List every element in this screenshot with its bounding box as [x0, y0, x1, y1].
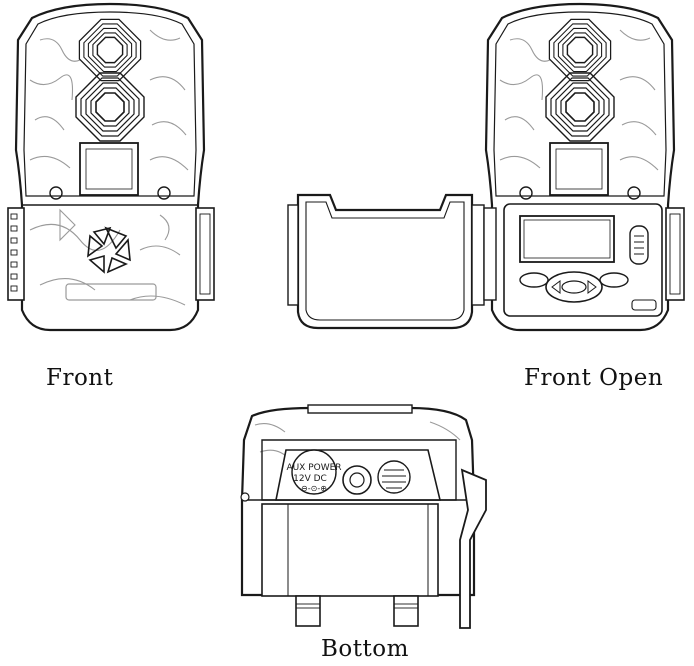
right-latch — [196, 208, 214, 300]
label-bottom: Bottom — [321, 636, 409, 662]
lcd-screen — [520, 216, 614, 262]
front-view — [8, 4, 214, 330]
lens-window — [80, 143, 138, 195]
label-front: Front — [46, 365, 113, 391]
label-front-open: Front Open — [524, 365, 663, 391]
open-door — [298, 195, 472, 328]
polarity-symbol: ⊖-⊙-⊕ — [301, 484, 327, 493]
port-label-line1: AUX POWER — [286, 463, 341, 473]
nav-button-icon — [520, 273, 548, 287]
port-label-line2: 12V DC — [293, 474, 327, 484]
foot-right — [394, 596, 418, 626]
front-open-view — [288, 4, 684, 330]
nav-button-icon — [600, 273, 628, 287]
foot-left — [296, 596, 320, 626]
lens-window — [550, 143, 608, 195]
mode-switch — [630, 226, 648, 264]
bottom-view: AUX POWER 12V DC ⊖-⊙-⊕ — [241, 405, 486, 628]
